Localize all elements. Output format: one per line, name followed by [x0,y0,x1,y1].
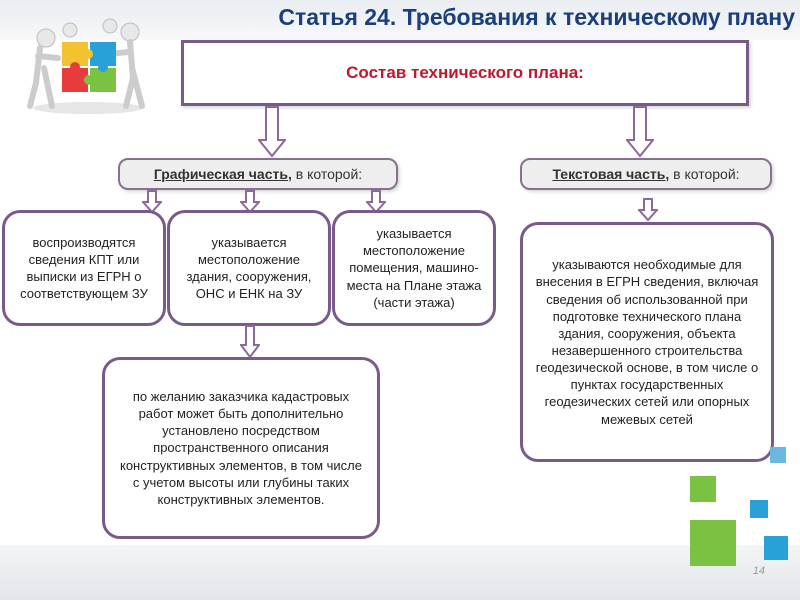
puzzle-people-illustration [27,18,145,114]
graphic-item-building: указывается местоположение здания, соору… [167,210,331,326]
decorative-square [764,536,788,560]
decorative-square [750,500,768,518]
arrow-down-icon [142,190,162,214]
decorative-square [690,476,716,502]
page-number: 14 [752,565,765,577]
arrow-down-icon [366,190,386,214]
arrow-down-icon [626,106,654,158]
arrow-down-icon [258,106,286,158]
page-title: Статья 24. Требования к техническому пла… [278,4,795,30]
text-item: указываются необходимые для внесения в Е… [520,222,774,462]
graphic-item-premises: указывается местоположение помещения, ма… [332,210,496,326]
graphic-item-parcel: воспроизводятся сведения КПТ или выписки… [2,210,166,326]
decorative-square [770,447,786,463]
technical-plan-header: Состав технического плана: [181,40,749,106]
arrow-down-icon [240,190,260,214]
additional-description-item: по желанию заказчика кадастровых работ м… [102,357,380,539]
arrow-down-icon [638,198,658,222]
bottom-band [0,545,800,600]
text-part-box: Текстовая часть, в которой: [520,158,772,190]
text-part-label: Текстовая часть, [552,165,670,182]
text-part-suffix: в которой: [669,165,740,182]
arrow-down-icon [240,325,260,359]
graphic-part-box: Графическая часть, в которой: [118,158,398,190]
graphic-part-suffix: в которой: [291,165,363,182]
graphic-part-label: Графическая часть, [153,165,292,182]
decorative-square [690,520,736,566]
